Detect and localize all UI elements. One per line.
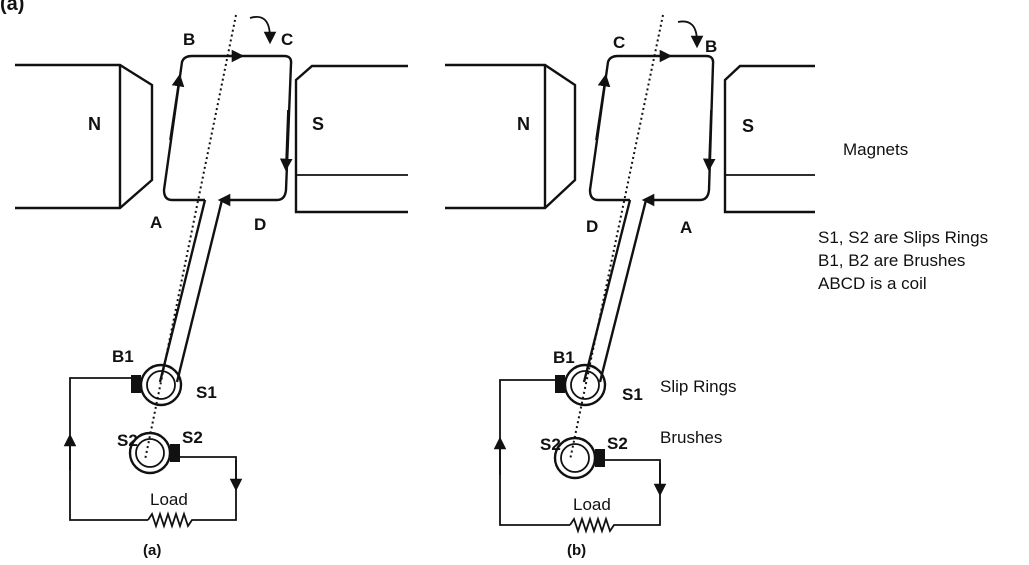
corner-c-label-a: C xyxy=(281,30,293,49)
rotation-axis-b xyxy=(569,14,664,461)
circuit-right-a xyxy=(180,456,237,521)
caption-b: (b) xyxy=(567,542,586,559)
ring-1-label-b: S1 xyxy=(622,385,643,404)
south-magnet-b xyxy=(723,64,815,214)
current-arrow-ab xyxy=(169,73,185,141)
figure-corner-label: (a) xyxy=(0,0,24,15)
legend-brushes: B1, B2 are Brushes xyxy=(818,251,965,270)
rotation-arrow-b xyxy=(677,20,704,49)
current-arrow-left-b xyxy=(595,73,611,141)
corner-b-label-a: B xyxy=(183,30,195,49)
load-resistor-b xyxy=(569,516,620,534)
corner-d-label-b: D xyxy=(586,217,598,236)
caption-a: (a) xyxy=(143,542,161,559)
south-magnet-a xyxy=(294,64,408,214)
coil-a xyxy=(162,54,293,202)
shaft-left-b xyxy=(582,199,632,383)
corner-c-label-b: C xyxy=(613,33,625,52)
load-resistor-a xyxy=(147,511,198,529)
brush-1-b xyxy=(555,375,565,393)
current-arrow-right-b xyxy=(702,109,716,172)
corner-d-label-a: D xyxy=(254,215,266,234)
brushes-annotation: Brushes xyxy=(660,428,722,447)
shaft-left-a xyxy=(158,199,207,383)
load-label-a: Load xyxy=(150,490,188,509)
slip-rings-annotation: Slip Rings xyxy=(660,377,737,396)
panel-a: N S B C A D B1 S1 S2 S2 xyxy=(15,14,408,559)
corner-b-label-b: B xyxy=(705,37,717,56)
load-label-b: Load xyxy=(573,495,611,514)
circuit-right-b xyxy=(605,459,661,526)
coil-b xyxy=(588,54,715,202)
south-pole-label-a: S xyxy=(312,114,324,134)
legend-slip-rings: S1, S2 are Slips Rings xyxy=(818,228,988,247)
ring-2-label-b: S2 xyxy=(540,435,561,454)
north-magnet-a xyxy=(15,63,154,210)
brush-2-a xyxy=(170,444,180,462)
brush-2-label-b: S2 xyxy=(607,434,628,453)
south-pole-label-b: S xyxy=(742,116,754,136)
brush-2-b xyxy=(595,449,605,467)
corner-a-label-a: A xyxy=(150,213,162,232)
brush-1-a xyxy=(131,375,141,393)
legend-coil: ABCD is a coil xyxy=(818,274,927,293)
shaft-right-a xyxy=(175,199,224,383)
north-pole-label-a: N xyxy=(88,114,101,134)
legend: Magnets S1, S2 are Slips Rings B1, B2 ar… xyxy=(818,140,988,293)
north-pole-label-b: N xyxy=(517,114,530,134)
corner-a-label-b: A xyxy=(680,218,692,237)
brush-1-label-a: B1 xyxy=(112,347,134,366)
ring-1-label-a: S1 xyxy=(196,383,217,402)
ring-2-label-a: S2 xyxy=(117,431,138,450)
rotation-arrow-a xyxy=(249,16,277,45)
panel-b: N S C B D A B1 S1 S2 S2 Slip Rings Brush… xyxy=(445,14,815,559)
brush-1-label-b: B1 xyxy=(553,348,575,367)
north-magnet-b xyxy=(445,63,577,210)
rotation-axis-a xyxy=(144,14,237,461)
shaft-right-b xyxy=(598,199,648,383)
brush-2-label-a: S2 xyxy=(182,428,203,447)
legend-magnets: Magnets xyxy=(843,140,908,159)
current-arrow-cd xyxy=(279,109,293,172)
